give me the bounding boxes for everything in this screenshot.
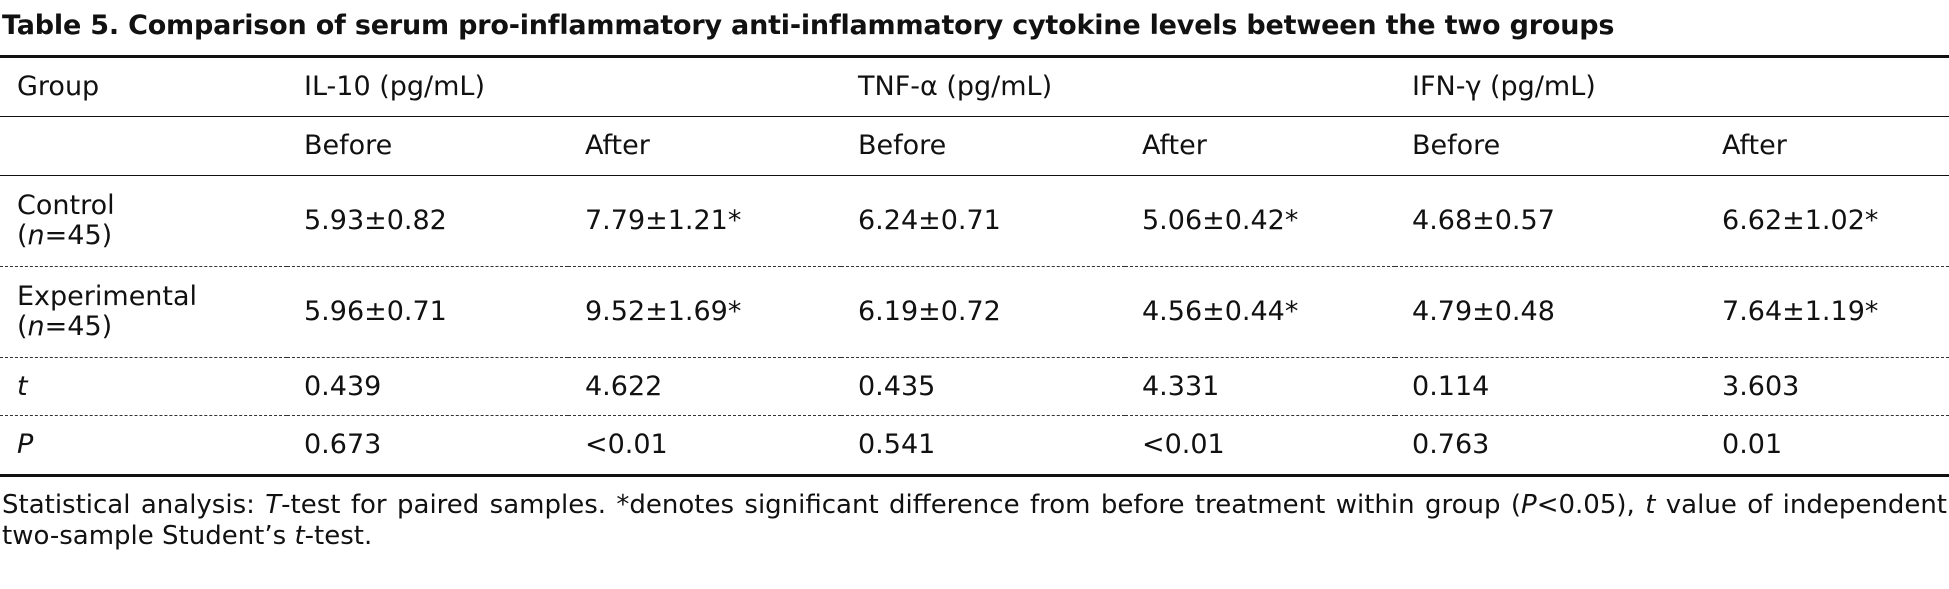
subheader-ifn-after: After bbox=[1705, 116, 1949, 176]
note-italic: P bbox=[1521, 490, 1537, 520]
table-row-control: Control (n=45) 5.93±0.82 7.79±1.21* 6.24… bbox=[0, 175, 1949, 267]
cell: 6.62±1.02* bbox=[1705, 175, 1949, 267]
cell: 0.435 bbox=[841, 357, 1125, 416]
note-italic: T bbox=[265, 490, 282, 520]
header-ifn: IFN-γ (pg/mL) bbox=[1395, 55, 1949, 117]
subheader-il10-after: After bbox=[568, 116, 841, 176]
cell: 0.763 bbox=[1395, 415, 1706, 477]
cell: 6.24±0.71 bbox=[841, 175, 1125, 267]
row-label-p: P bbox=[0, 415, 287, 477]
table-row-p: P 0.673 <0.01 0.541 <0.01 0.763 0.01 bbox=[0, 415, 1949, 477]
cell: 7.79±1.21* bbox=[568, 175, 841, 267]
group-name: Experimental bbox=[17, 281, 198, 312]
header-row: Group IL-10 (pg/mL) TNF-α (pg/mL) IFN-γ … bbox=[0, 55, 1949, 117]
cell: 0.439 bbox=[287, 357, 568, 416]
group-size: (n=45) bbox=[17, 312, 287, 342]
cell: 4.56±0.44* bbox=[1125, 266, 1396, 358]
note-text: value of independent two-sample Student’… bbox=[2, 490, 1947, 551]
cell: 4.68±0.57 bbox=[1395, 175, 1706, 267]
cell: <0.01 bbox=[1125, 415, 1396, 477]
subheader-tnf-after: After bbox=[1125, 116, 1396, 176]
cell: 0.541 bbox=[841, 415, 1125, 477]
n-prefix: ( bbox=[17, 311, 28, 342]
note-italic: t bbox=[1645, 490, 1656, 520]
subheader-row: Before After Before After Before After bbox=[0, 116, 1949, 176]
n-suffix: =45) bbox=[44, 220, 113, 251]
cell: 5.06±0.42* bbox=[1125, 175, 1396, 267]
cell: 0.673 bbox=[287, 415, 568, 477]
group-name: Control bbox=[17, 190, 115, 221]
cell: 0.01 bbox=[1705, 415, 1949, 477]
cell: 6.19±0.72 bbox=[841, 266, 1125, 358]
table-footnote: Statistical analysis: T-test for paired … bbox=[2, 490, 1947, 552]
row-label-t: t bbox=[0, 357, 287, 416]
header-tnf: TNF-α (pg/mL) bbox=[841, 55, 1396, 117]
header-il10: IL-10 (pg/mL) bbox=[287, 55, 841, 117]
cell: 4.79±0.48 bbox=[1395, 266, 1706, 358]
cell: 5.96±0.71 bbox=[287, 266, 568, 358]
cell: 4.331 bbox=[1125, 357, 1396, 416]
cell: 9.52±1.69* bbox=[568, 266, 841, 358]
subheader-il10-before: Before bbox=[287, 116, 568, 176]
cytokine-table: Group IL-10 (pg/mL) TNF-α (pg/mL) IFN-γ … bbox=[0, 55, 1949, 477]
cell: 5.93±0.82 bbox=[287, 175, 568, 267]
cell: 0.114 bbox=[1395, 357, 1706, 416]
cell: 4.622 bbox=[568, 357, 841, 416]
n-suffix: =45) bbox=[44, 311, 113, 342]
note-italic: t bbox=[294, 521, 305, 551]
note-text: -test. bbox=[304, 521, 373, 551]
note-text: -test for paired samples. *denotes signi… bbox=[281, 490, 1522, 520]
n-prefix: ( bbox=[17, 220, 28, 251]
note-text: Statistical analysis: bbox=[2, 490, 266, 520]
subheader-ifn-before: Before bbox=[1395, 116, 1706, 176]
subheader-tnf-before: Before bbox=[841, 116, 1125, 176]
row-label-control: Control (n=45) bbox=[0, 175, 287, 267]
cell: 7.64±1.19* bbox=[1705, 266, 1949, 358]
group-size: (n=45) bbox=[17, 221, 287, 251]
table-row-experimental: Experimental (n=45) 5.96±0.71 9.52±1.69*… bbox=[0, 266, 1949, 358]
header-group: Group bbox=[0, 55, 287, 117]
n-var: n bbox=[27, 311, 45, 342]
table-row-t: t 0.439 4.622 0.435 4.331 0.114 3.603 bbox=[0, 357, 1949, 416]
note-text: <0.05), bbox=[1536, 490, 1646, 520]
row-label-experimental: Experimental (n=45) bbox=[0, 266, 287, 358]
table-caption: Table 5. Comparison of serum pro-inflamm… bbox=[2, 10, 1615, 41]
subheader-empty bbox=[0, 116, 287, 176]
cell: <0.01 bbox=[568, 415, 841, 477]
cell: 3.603 bbox=[1705, 357, 1949, 416]
n-var: n bbox=[27, 220, 45, 251]
